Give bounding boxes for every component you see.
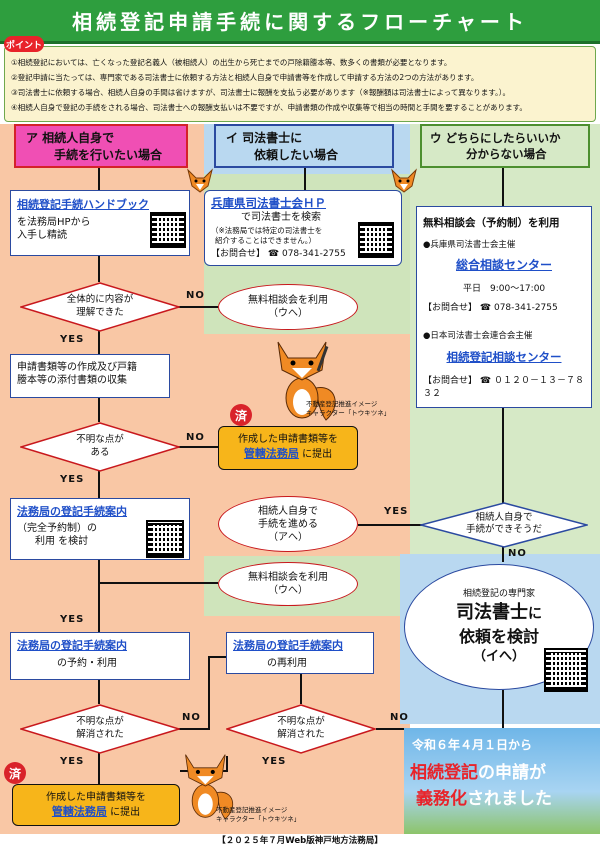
flow-line xyxy=(226,756,228,772)
flow-line xyxy=(98,256,100,282)
flow-line xyxy=(98,398,100,422)
flow-line xyxy=(502,546,504,562)
flow-line xyxy=(178,728,208,730)
fox-icon xyxy=(390,168,418,194)
no-label: NO xyxy=(508,548,527,559)
flow-line xyxy=(98,582,218,584)
flow-line xyxy=(98,470,100,498)
consult-box: 無料相談会（予約制）を利用 ●兵庫県司法書士会主催 総合相談センター 平日 9:… xyxy=(416,206,592,408)
done-stamp: 済 xyxy=(230,404,252,426)
flow-line xyxy=(98,560,100,632)
flow-line xyxy=(300,674,302,704)
footer: 【２０２５年７月Web版神戸地方法務局】 xyxy=(217,836,383,846)
free-consult-2: 無料相談会を利用 （ウへ） xyxy=(218,562,358,606)
no-label: NO xyxy=(390,712,409,723)
flow-line xyxy=(208,656,226,658)
point-3: ③司法書士に依頼する場合、相続人自身の手間は省けますが、司法書士に報酬を支払う必… xyxy=(11,88,511,97)
yes-label: YES xyxy=(60,474,85,485)
mandatory-banner: 令和６年４月１日から 相続登記の申請が 義務化されました xyxy=(404,728,600,834)
flow-line xyxy=(98,168,100,190)
flow-line xyxy=(304,168,306,190)
col-c-header: ウ どちらにしたらいいか 分からない場合 xyxy=(420,124,590,168)
character-caption: 不動産登記推進イメージ キャラクター「トウキツネ」 xyxy=(306,400,391,417)
decision-resolved-2: 不明な点が 解消された xyxy=(226,704,376,754)
flow-line xyxy=(502,408,504,504)
jurisdiction-office-link[interactable]: 管轄法務局 xyxy=(243,447,299,460)
yes-label: YES xyxy=(384,506,409,517)
self-proceed: 相続人自身で 手続を進める （アへ） xyxy=(218,496,358,552)
guide-box-2: 法務局の登記手続案内 の予約・利用 xyxy=(10,632,190,680)
fox-character-icon xyxy=(264,336,344,424)
done-stamp: 済 xyxy=(4,762,26,784)
jurisdiction-office-link[interactable]: 管轄法務局 xyxy=(51,805,107,818)
flow-line xyxy=(98,680,100,704)
character-caption: 不動産登記推進イメージ キャラクター「トウキツネ」 xyxy=(216,806,301,823)
flow-line xyxy=(208,656,210,730)
flow-line xyxy=(502,168,504,206)
no-label: NO xyxy=(182,712,201,723)
hyogo-link[interactable]: 兵庫県司法書士会ＨＰ xyxy=(211,196,326,210)
decision-self-possible: 相続人自身で 手続ができそうだ xyxy=(420,502,588,548)
guide-link-3[interactable]: 法務局の登記手続案内 xyxy=(233,639,343,652)
flow-line xyxy=(98,330,100,354)
point-2: ②登記申請に当たっては、専門家である司法書士に依頼する方法と相続人自身で申請書等… xyxy=(11,73,479,82)
decision-understood: 全体的に内容が 理解できた xyxy=(20,282,180,332)
inheritance-center-link[interactable]: 相続登記相談センター xyxy=(446,350,562,364)
handbook-link[interactable]: 相続登記手続ハンドブック xyxy=(17,198,149,211)
guide-link-2[interactable]: 法務局の登記手続案内 xyxy=(17,639,127,652)
point-badge: ポイント xyxy=(4,36,44,52)
qr-code-guide xyxy=(146,520,184,558)
point-4: ④相続人自身で登記の手続をされる場合、司法書士への報酬支払いは不要ですが、申請書… xyxy=(11,103,527,112)
no-label: NO xyxy=(186,432,205,443)
decision-resolved-1: 不明な点が 解消された xyxy=(20,704,180,754)
free-consult-1: 無料相談会を利用 （ウへ） xyxy=(218,284,358,330)
consult-center-link[interactable]: 総合相談センター xyxy=(455,258,552,272)
page-title: 相続登記申請手続に関するフローチャート xyxy=(72,10,528,34)
title-bar: 相続登記申請手続に関するフローチャート xyxy=(0,0,600,44)
col-a-header: ア 相続人自身で 手続を行いたい場合 xyxy=(14,124,188,168)
decision-unclear: 不明な点が ある xyxy=(20,422,180,472)
fox-icon xyxy=(186,168,214,194)
flow-line xyxy=(98,752,100,784)
collect-box: 申請書類等の作成及び戸籍 謄本等の添付書類の収集 xyxy=(10,354,170,398)
col-b-header: イ 司法書士に 依頼したい場合 xyxy=(214,124,394,168)
yes-label: YES xyxy=(262,756,287,767)
yes-label: YES xyxy=(60,334,85,345)
fox-character-icon xyxy=(174,746,240,826)
flow-line xyxy=(358,524,422,526)
guide-box-3: 法務局の登記手続案内 の再利用 xyxy=(226,632,374,674)
points-box: ①相続登記においては、亡くなった登記名義人（被相続人）の出生から死亡までの戸除籍… xyxy=(4,46,596,122)
qr-code-handbook xyxy=(150,212,186,248)
submit-box-2: 作成した申請書類等を 管轄法務局 に提出 xyxy=(12,784,180,826)
flow-line xyxy=(178,446,218,448)
guide-link-1[interactable]: 法務局の登記手続案内 xyxy=(17,505,127,518)
flow-line xyxy=(502,690,504,730)
expert-consider: 相続登記の専門家 司法書士に 依頼を検討 （イへ） xyxy=(404,564,594,690)
submit-box-1: 作成した申請書類等を 管轄法務局 に提出 xyxy=(218,426,358,470)
flow-line xyxy=(178,306,218,308)
qr-code-expert xyxy=(544,648,588,692)
qr-code-hyogo xyxy=(358,222,394,258)
no-label: NO xyxy=(186,290,205,301)
yes-label: YES xyxy=(60,614,85,625)
yes-label: YES xyxy=(60,756,85,767)
point-1: ①相続登記においては、亡くなった登記名義人（被相続人）の出生から死亡までの戸除籍… xyxy=(11,58,452,67)
